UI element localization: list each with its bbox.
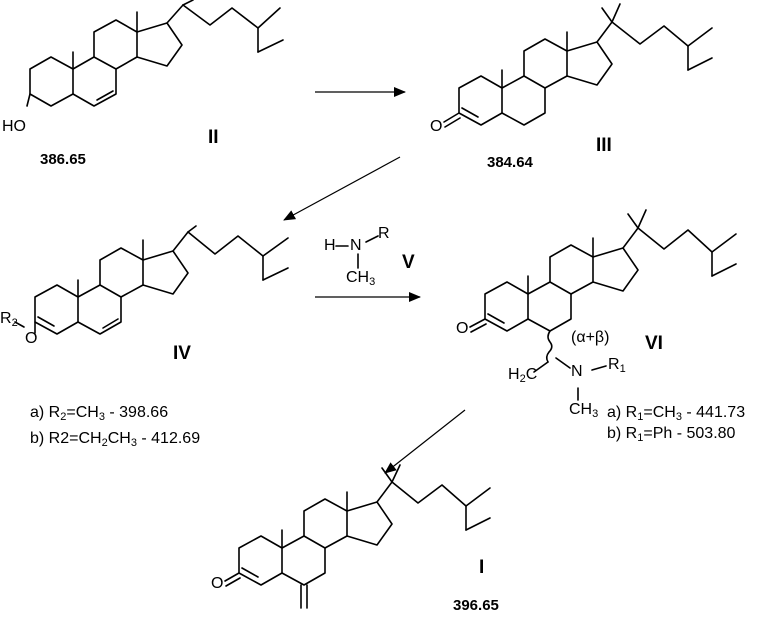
ether-oxygen-IV: O (25, 331, 37, 347)
n-methyl-VI: CH3 (569, 402, 598, 420)
compound-I-label: I (479, 558, 484, 577)
reagent-V-r-group: R (378, 226, 390, 242)
reagent-V-label: V (402, 253, 415, 272)
compound-VI-variant-b: b) R1=Ph - 503.80 (607, 426, 735, 444)
reagent-V-methyl: CH3 (346, 270, 375, 288)
arrow-VI-to-I (385, 410, 465, 473)
compound-III-label: III (596, 136, 612, 155)
r2-group-label: R2 (0, 311, 18, 329)
ketone-oxygen-VI: O (456, 321, 468, 337)
compound-VI-variant-a: a) R1=CH3 - 441.73 (607, 405, 745, 423)
compound-III-mw: 384.64 (487, 155, 533, 170)
amine-nitrogen-VI: N (571, 364, 583, 380)
methylene-label: H2C (508, 367, 537, 385)
structure-I (225, 465, 490, 608)
reagent-V-nitrogen: N (350, 238, 362, 254)
hydroxyl-label: HO (2, 119, 26, 135)
compound-IV-label: IV (173, 344, 191, 363)
reagent-V-hydrogen: H (324, 238, 336, 254)
r1-group-label: R1 (608, 357, 626, 375)
stereo-annotation: (α+β) (571, 330, 609, 346)
structure-II (27, 0, 283, 106)
ketone-oxygen-I: O (211, 576, 223, 592)
structure-III (444, 4, 712, 127)
structure-IV (15, 226, 288, 334)
compound-IV-variant-b: b) R2=CH2CH3 - 412.69 (30, 431, 200, 449)
compound-IV-variant-a: a) R2=CH3 - 398.66 (30, 405, 168, 423)
compound-VI-label: VI (645, 334, 663, 353)
ketone-oxygen-III: O (430, 119, 442, 135)
arrow-III-to-IV (284, 157, 400, 220)
compound-II-mw: 386.65 (40, 152, 86, 167)
compound-I-mw: 396.65 (453, 598, 499, 613)
compound-II-label: II (208, 128, 219, 147)
